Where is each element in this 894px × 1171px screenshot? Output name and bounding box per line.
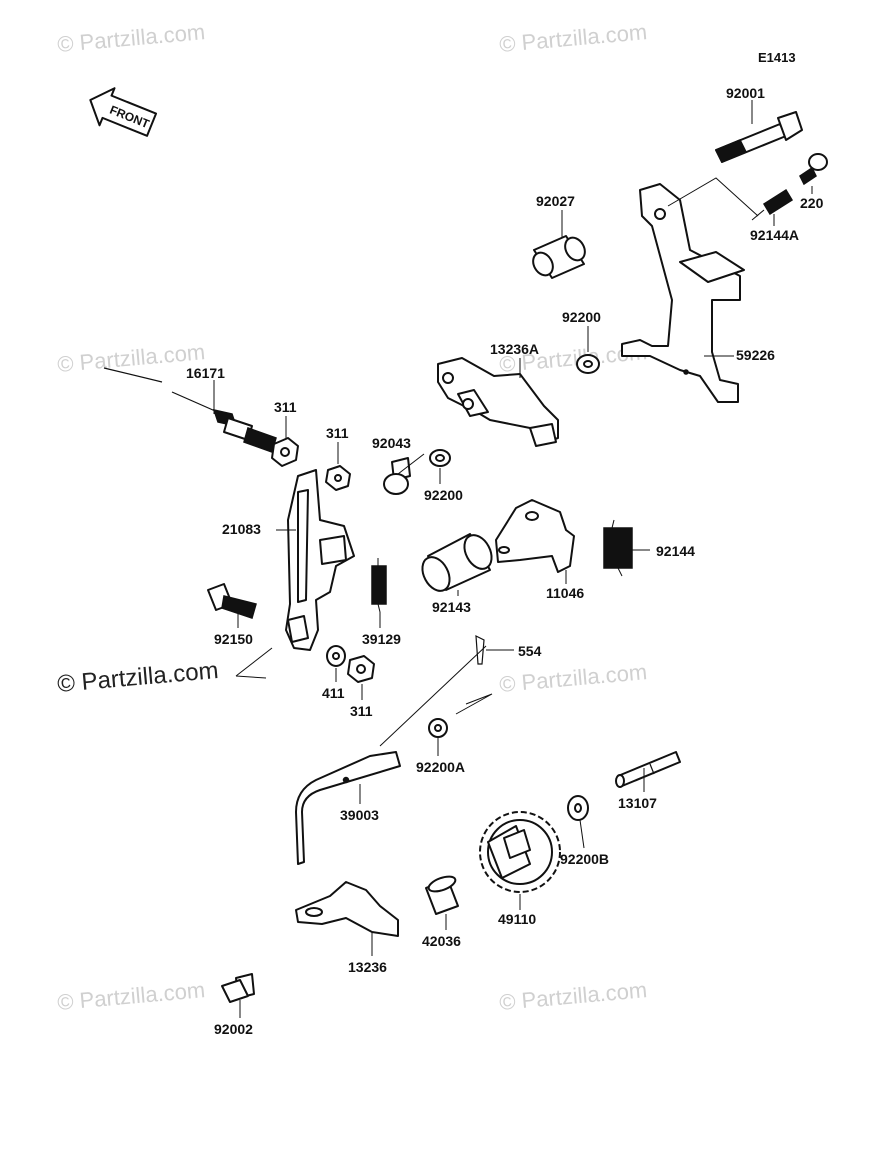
- label-92144A[interactable]: 92144A: [750, 227, 799, 243]
- label-59226[interactable]: 59226: [736, 347, 775, 363]
- label-13107[interactable]: 13107: [618, 795, 657, 811]
- label-92144[interactable]: 92144: [656, 543, 695, 559]
- label-92200-top[interactable]: 92200: [562, 309, 601, 325]
- label-49110[interactable]: 49110: [498, 911, 536, 927]
- watermark-bottom-left: © Partzilla.com: [56, 977, 206, 1015]
- label-92027[interactable]: 92027: [536, 193, 575, 209]
- nut-311-b-icon: [325, 465, 351, 491]
- label-92150[interactable]: 92150: [214, 631, 253, 647]
- label-92200A[interactable]: 92200A: [416, 759, 465, 775]
- watermark-center-left: © Partzilla.com: [56, 657, 219, 698]
- bolt-92150-icon: [207, 583, 257, 619]
- nut-311-c-icon: [347, 655, 375, 683]
- knob-92043-icon: [383, 457, 411, 495]
- cable-16171-icon: [103, 367, 277, 453]
- pin-42036-icon: [425, 875, 459, 915]
- front-arrow-icon: FRONT: [89, 87, 158, 137]
- label-92001[interactable]: 92001: [726, 85, 765, 101]
- label-21083[interactable]: 21083: [222, 521, 261, 537]
- rod-39003-icon: [295, 645, 493, 865]
- label-11046[interactable]: 11046: [546, 585, 584, 601]
- bracket-13236-icon: [295, 881, 399, 937]
- shaft-13107-icon: [615, 751, 681, 788]
- watermark-top-left: © Partzilla.com: [56, 19, 206, 57]
- label-554[interactable]: 554: [518, 643, 542, 659]
- bracket-13236A-icon: [437, 357, 559, 447]
- label-92200-mid[interactable]: 92200: [424, 487, 463, 503]
- roller-92143-icon: [421, 533, 493, 592]
- nut-311-a-icon: [271, 437, 299, 467]
- lever-21083-icon: [285, 469, 355, 651]
- label-92043[interactable]: 92043: [372, 435, 411, 451]
- washer-92200B-icon: [567, 795, 589, 821]
- label-311-a[interactable]: 311: [274, 399, 297, 415]
- label-311-b[interactable]: 311: [326, 425, 349, 441]
- washer-92200-top-icon: [576, 354, 600, 374]
- label-13236A[interactable]: 13236A: [490, 341, 539, 357]
- gear-49110-icon: [479, 811, 561, 893]
- bolt-92001-icon: [714, 111, 803, 163]
- label-220[interactable]: 220: [800, 195, 824, 211]
- part-labels: 92001 220 92144A 92027 92200 13236A 5922…: [186, 85, 824, 1037]
- label-311-c[interactable]: 311: [350, 703, 373, 719]
- label-92200B[interactable]: 92200B: [560, 851, 609, 867]
- bolt-92002-icon: [221, 973, 255, 1003]
- label-39003[interactable]: 39003: [340, 807, 379, 823]
- label-16171[interactable]: 16171: [186, 365, 225, 381]
- label-411[interactable]: 411: [322, 685, 345, 701]
- watermark-bottom-right: © Partzilla.com: [498, 977, 648, 1015]
- bracket-59226-icon: [621, 177, 759, 403]
- washer-92200A-icon: [428, 718, 448, 738]
- label-92002[interactable]: 92002: [214, 1021, 253, 1037]
- washer-411-icon: [326, 645, 346, 667]
- label-39129[interactable]: 39129: [362, 631, 401, 647]
- spring-92144-icon: [603, 519, 633, 577]
- screw-220-icon: [799, 153, 828, 186]
- label-13236[interactable]: 13236: [348, 959, 387, 975]
- spring-39129-icon: [371, 558, 387, 613]
- watermark-mid-left: © Partzilla.com: [56, 339, 206, 377]
- watermark-top-right: © Partzilla.com: [498, 19, 648, 57]
- diagram-code: E1413: [758, 50, 796, 65]
- label-92143[interactable]: 92143: [432, 599, 471, 615]
- label-42036[interactable]: 42036: [422, 933, 461, 949]
- washer-92200-mid-icon: [429, 449, 451, 467]
- collar-92027-icon: [532, 235, 586, 279]
- pin-554-icon: [475, 634, 485, 665]
- watermark-center-right: © Partzilla.com: [498, 659, 648, 697]
- bracket-11046-icon: [495, 499, 575, 573]
- spring-92144A-icon: [751, 188, 794, 221]
- leader-lines: [213, 100, 813, 1018]
